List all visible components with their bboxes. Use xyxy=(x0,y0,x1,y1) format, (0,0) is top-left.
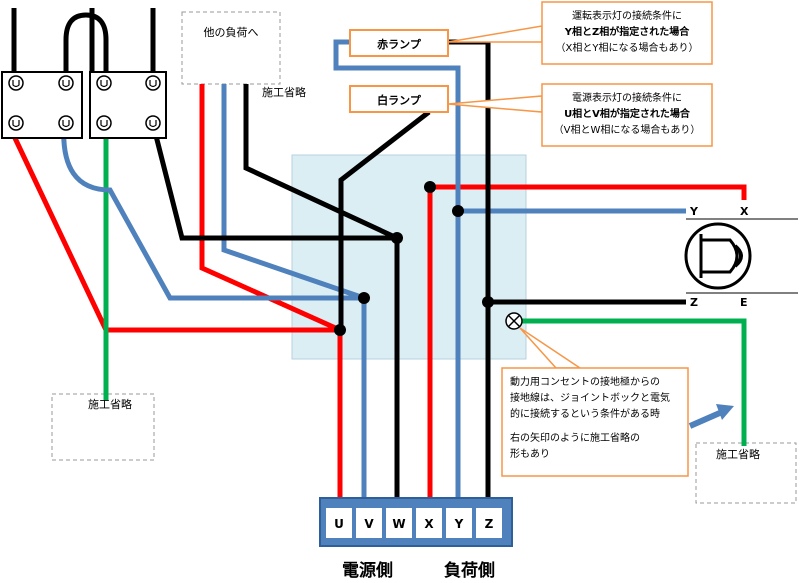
motor-icon xyxy=(684,218,798,294)
junction-dot xyxy=(334,324,346,336)
wire-red-other-load xyxy=(199,84,342,333)
outlet-terminal-icon xyxy=(145,115,161,131)
outlet-terminal-icon xyxy=(8,115,24,131)
terminal-Z: Z xyxy=(485,517,494,531)
callout-run-line2: Y相とZ相が指定された場合 xyxy=(564,25,690,38)
callout-power-lamp: 電源表示灯の接続条件に U相とV相が指定された場合 （V相とW相になる場合もあり… xyxy=(447,83,713,147)
wire-black-white-lamp xyxy=(338,110,431,330)
other-load-label: 他の負荷へ xyxy=(204,26,259,39)
outlet-terminal-icon xyxy=(96,75,112,91)
junction-dot xyxy=(452,205,464,217)
junction-dot xyxy=(482,296,494,308)
red-lamp-label: 赤ランプ xyxy=(377,37,422,51)
callout-earth-line4: 右の矢印のように施工省略の xyxy=(510,431,640,444)
outlet-2 xyxy=(89,71,167,139)
load-side-label: 負荷側 xyxy=(444,560,495,581)
wire-blue-other-load xyxy=(221,84,365,301)
terminal-X: X xyxy=(424,517,434,531)
callout-power-line1: 電源表示灯の接続条件に xyxy=(572,91,682,104)
omit-left-box xyxy=(51,393,155,461)
wire-green-earth xyxy=(516,318,747,446)
outlet-terminal-icon xyxy=(145,75,161,91)
motor-terminal-e: E xyxy=(740,296,748,309)
outlet-terminal-icon xyxy=(8,75,24,91)
white-lamp: 白ランプ xyxy=(349,85,449,113)
terminal-W: W xyxy=(392,517,405,531)
callout-power-line3: （V相とW相になる場合もあり） xyxy=(554,123,701,136)
callout-run-lamp: 運転表示灯の接続条件に Y相とZ相が指定された場合 （X相とY相になる場合もあり… xyxy=(447,1,713,65)
callout-earth-line1: 動力用コンセントの接地極からの xyxy=(510,375,660,388)
terminal-V: V xyxy=(364,517,374,531)
outlet-terminal-icon xyxy=(96,115,112,131)
wire-red-X xyxy=(427,184,747,508)
callout-earth-line2: 接地線は、ジョイントボックと電気 xyxy=(510,391,670,404)
motor-terminal-y: Y xyxy=(689,205,699,218)
other-load-box xyxy=(181,11,281,85)
callout-earth-line3: 的に接続するという条件がある時 xyxy=(510,407,660,420)
wire-black-other-load xyxy=(243,84,399,241)
outlet-1 xyxy=(1,71,83,139)
callout-run-line1: 運転表示灯の接続条件に xyxy=(572,9,682,22)
motor-terminal-z: Z xyxy=(690,296,698,309)
earth-mark-icon xyxy=(505,312,523,330)
white-lamp-label: 白ランプ xyxy=(377,93,422,107)
motor-terminal-x: X xyxy=(740,205,749,218)
wire-red-outlet xyxy=(11,134,340,333)
callout-earth-line5: 形もあり xyxy=(510,448,550,460)
red-lamp: 赤ランプ xyxy=(349,29,449,57)
arrow-icon xyxy=(688,404,734,429)
terminal-Y: Y xyxy=(454,517,464,531)
wire-black-outlet xyxy=(150,123,397,241)
terminal-block: U V W X Y Z xyxy=(319,497,513,547)
junction-dot xyxy=(424,181,436,193)
wire-black-top-2 xyxy=(63,12,109,74)
source-side-label: 電源側 xyxy=(342,560,393,581)
junction-dot xyxy=(391,232,403,244)
callout-earth-note: 動力用コンセントの接地極からの 接地線は、ジョイントボックと電気 的に接続すると… xyxy=(501,327,689,477)
omit-top-label: 施工省略 xyxy=(262,85,306,99)
wire-blue-outlet xyxy=(61,123,364,301)
outlet-terminal-icon xyxy=(58,75,74,91)
outlet-terminal-icon xyxy=(58,115,74,131)
junction-dot xyxy=(358,292,370,304)
callout-run-line3: （X相とY相になる場合もあり） xyxy=(556,41,699,54)
omit-left-label: 施工省略 xyxy=(88,397,132,411)
callout-power-line2: U相とV相が指定された場合 xyxy=(564,107,691,120)
omit-right-label: 施工省略 xyxy=(716,447,760,461)
terminal-U: U xyxy=(334,517,344,531)
